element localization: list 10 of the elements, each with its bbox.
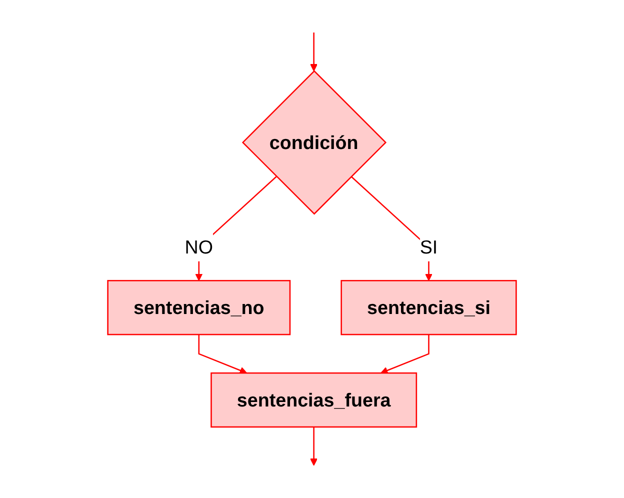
- arrow: [380, 334, 430, 374]
- node-box: sentencias_no: [107, 280, 291, 336]
- arrow: [310, 32, 318, 72]
- arrow: [310, 426, 318, 466]
- arrow: [198, 334, 248, 374]
- edge-label: SI: [420, 236, 438, 258]
- edge-label: NO: [184, 236, 214, 258]
- node-box: sentencias_si: [340, 280, 517, 336]
- node-box: sentencias_fuera: [210, 372, 418, 428]
- node-diamond: condición: [242, 70, 387, 215]
